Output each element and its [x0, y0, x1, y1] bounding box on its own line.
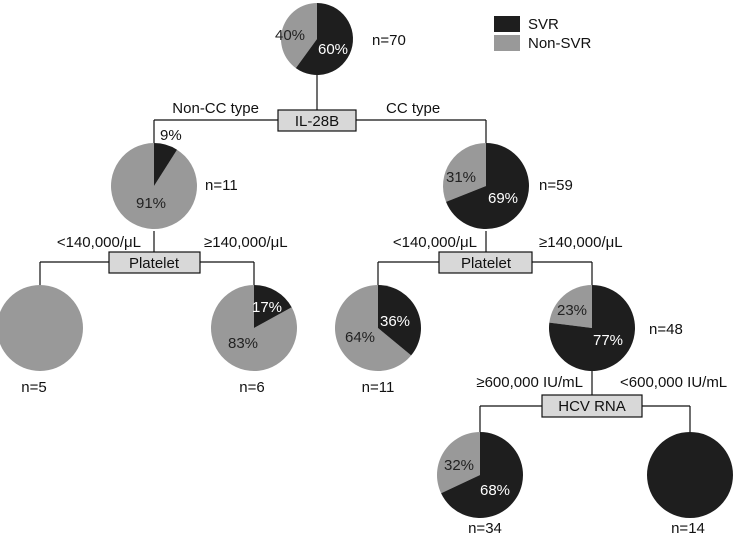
split-box-hcv-rna — [541, 394, 643, 418]
pie-n-label: n=34 — [468, 520, 502, 535]
pie-slice-non-svr — [0, 285, 83, 371]
pie-n-label: n=11 — [362, 379, 395, 396]
pie-label-svr: 9% — [160, 127, 182, 144]
legend-label-non-svr: Non-SVR — [528, 35, 592, 52]
branch-label-non-cc: Non-CC type — [172, 100, 259, 117]
pie-node-cc-high-platelet: 23% 77% n=48 — [549, 285, 683, 371]
pie-n-label: n=14 — [671, 520, 705, 535]
pie-node-non-cc-high-platelet: 17% 83% n=6 — [210, 285, 297, 396]
branch-label-platelet-noncc-low: <140,000/μL — [57, 234, 141, 251]
branch-label-platelet-cc-high: ≥140,000/μL — [539, 234, 623, 251]
pie-n-label: n=6 — [239, 379, 264, 396]
split-box-platelet-noncc — [108, 251, 201, 274]
pie-slice-non-svr — [281, 3, 317, 69]
pie-n-label: n=5 — [21, 379, 46, 396]
pie-label-non-svr: 23% — [557, 302, 587, 319]
pie-n-label: n=59 — [539, 177, 573, 194]
split-label-hcv-rna: HCV RNA — [558, 398, 626, 415]
pie-slice-svr — [154, 143, 178, 186]
branch-label-platelet-cc-low: <140,000/μL — [393, 234, 477, 251]
legend: SVR Non-SVR — [494, 16, 592, 52]
pie-slice-svr — [647, 431, 733, 519]
pie-slice-non-svr — [335, 285, 412, 372]
legend-swatch-non-svr — [494, 35, 520, 51]
pie-slice-non-svr — [210, 285, 297, 372]
pie-node-hcv-rna-high: 32% 68% n=34 — [436, 432, 523, 535]
pie-label-non-svr: 64% — [345, 329, 375, 346]
pie-label-svr: 60% — [318, 41, 348, 58]
split-label-platelet-noncc: Platelet — [129, 255, 180, 272]
pie-label-svr: 68% — [480, 482, 510, 499]
branch-label-rna-high: ≥600,000 IU/mL — [476, 374, 583, 391]
pie-slice-non-svr — [111, 143, 198, 230]
pie-node-non-cc: 9% 91% n=11 — [111, 127, 238, 230]
split-platelet-cc: Platelet <140,000/μL ≥140,000/μL — [393, 234, 623, 274]
split-label-il28b: IL-28B — [295, 113, 339, 130]
split-label-platelet-cc: Platelet — [461, 255, 512, 272]
pie-label-non-svr: 40% — [275, 27, 305, 44]
pie-slice-svr — [254, 285, 292, 328]
pie-slice-svr — [295, 3, 354, 75]
legend-label-svr: SVR — [528, 16, 559, 33]
pie-slice-svr — [446, 143, 530, 229]
pie-n-label: n=11 — [205, 177, 238, 194]
pie-label-svr: 77% — [593, 332, 623, 349]
pie-n-label: n=70 — [372, 32, 406, 49]
branch-label-platelet-noncc-high: ≥140,000/μL — [204, 234, 288, 251]
split-box-platelet-cc — [438, 251, 533, 274]
pie-label-non-svr: 91% — [136, 195, 166, 212]
split-box-il28b — [277, 109, 357, 132]
legend-swatch-svr — [494, 16, 520, 32]
pie-slice-non-svr — [436, 432, 480, 494]
pie-label-non-svr: 83% — [228, 335, 258, 352]
pie-node-hcv-rna-low: n=14 — [647, 431, 733, 535]
pie-label-non-svr: 32% — [444, 457, 474, 474]
branch-label-rna-low: <600,000 IU/mL — [620, 374, 727, 391]
pie-slice-non-svr — [549, 285, 592, 328]
pie-label-svr: 36% — [380, 313, 410, 330]
split-hcv-rna: HCV RNA ≥600,000 IU/mL <600,000 IU/mL — [476, 374, 727, 418]
branch-label-cc: CC type — [386, 100, 440, 117]
pie-slice-svr — [441, 432, 523, 518]
pie-node-non-cc-low-platelet: n=5 — [0, 285, 83, 396]
pie-slice-svr — [549, 285, 635, 371]
pie-slice-non-svr — [443, 143, 486, 202]
pie-n-label: n=48 — [649, 321, 683, 338]
pie-slice-svr — [378, 285, 422, 356]
pie-node-cc-low-platelet: 36% 64% n=11 — [335, 285, 422, 396]
pie-label-svr: 17% — [252, 299, 282, 316]
split-platelet-noncc: Platelet <140,000/μL ≥140,000/μL — [57, 234, 288, 274]
pie-node-root: 40% 60% n=70 — [275, 3, 406, 75]
pie-label-svr: 69% — [488, 190, 518, 207]
pie-label-non-svr: 31% — [446, 169, 476, 186]
split-il28b: IL-28B Non-CC type CC type — [172, 100, 440, 132]
pie-node-cc: 31% 69% n=59 — [443, 143, 573, 229]
